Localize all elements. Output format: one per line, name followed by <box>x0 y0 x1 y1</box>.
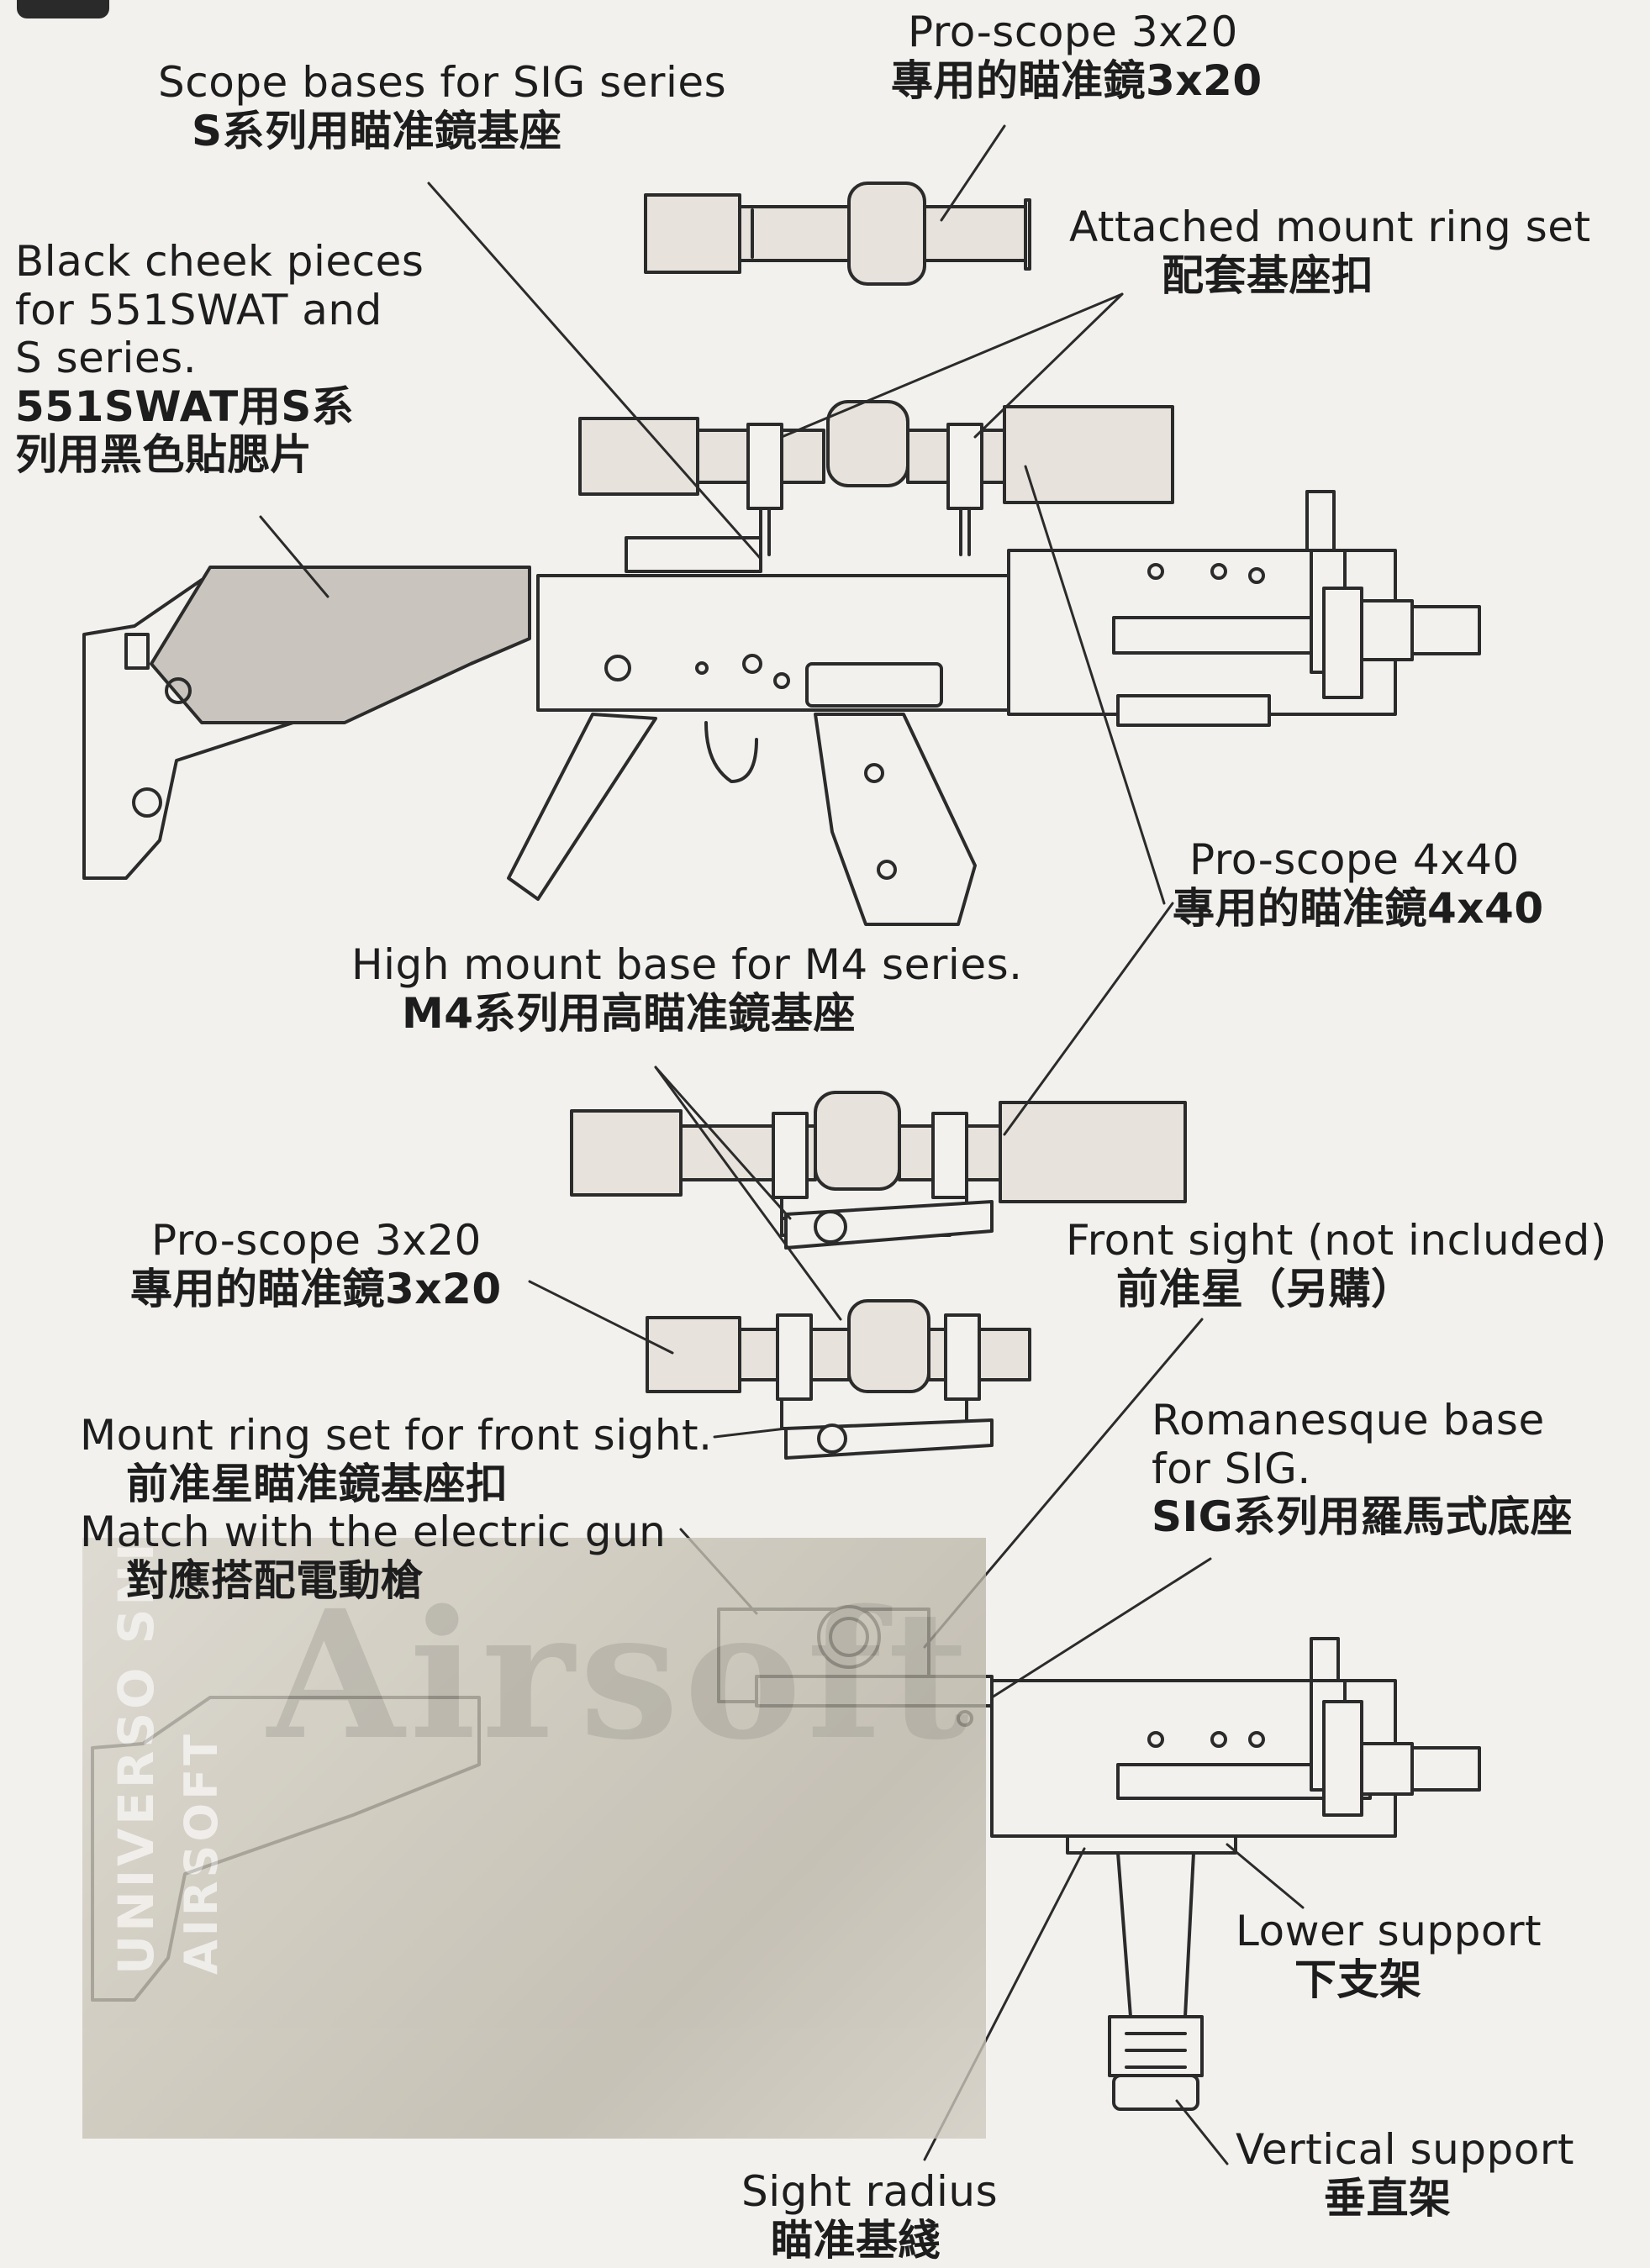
label-front-sight-zh: 前准星（另購） <box>1116 1264 1414 1313</box>
label-black-cheek-zh-1: 551SWAT用S系 <box>15 382 355 431</box>
label-black-cheek-zh-2: 列用黑色貼腮片 <box>15 430 313 479</box>
label-romanesque-base-en-2: for SIG. <box>1152 1444 1311 1493</box>
label-pro-scope-4x40: Pro-scope 4x40 專用的瞄准鏡4x40 <box>1173 835 1544 933</box>
label-black-cheek-pieces: Black cheek pieces for 551SWAT and S ser… <box>15 237 424 480</box>
label-high-mount-m4-zh: M4系列用高瞄准鏡基座 <box>402 988 857 1038</box>
label-black-cheek-en-1: Black cheek pieces <box>15 237 424 286</box>
label-sight-radius-zh: 瞄准基綫 <box>771 2215 941 2265</box>
label-pro-scope-3x20-top-zh: 專用的瞄准鏡3x20 <box>891 55 1263 105</box>
pro-scope-3x20-front-sight-illustration <box>646 1299 1031 1460</box>
label-mount-ring-front-zh: 前准星瞄准鏡基座扣 <box>126 1459 509 1508</box>
label-mount-ring-front-sight: Mount ring set for front sight. 前准星瞄准鏡基座… <box>80 1411 713 1508</box>
label-black-cheek-en-2: for 551SWAT and <box>15 285 382 334</box>
watermark-vertical-text-2: AIRSOFT <box>175 1731 228 1975</box>
leader-lines <box>259 124 1305 2165</box>
label-vertical-support-zh: 垂直架 <box>1324 2173 1452 2223</box>
label-vertical-support-en: Vertical support <box>1236 2125 1575 2174</box>
label-high-mount-m4-en: High mount base for M4 series. <box>351 940 1023 989</box>
label-pro-scope-3x20-top-en: Pro-scope 3x20 <box>908 8 1238 56</box>
label-scope-bases-sig-zh: S系列用瞄准鏡基座 <box>192 106 562 155</box>
label-front-sight: Front sight (not included) 前准星（另購） <box>1066 1216 1607 1313</box>
label-pro-scope-3x20-mid-en: Pro-scope 3x20 <box>151 1216 482 1265</box>
label-pro-scope-3x20-top: Pro-scope 3x20 專用的瞄准鏡3x20 <box>891 8 1263 105</box>
sig-rifle-top-illustration <box>82 490 1481 926</box>
watermark-brand-text: Airsoft <box>267 1571 974 1779</box>
label-romanesque-base-en-1: Romanesque base <box>1152 1396 1545 1444</box>
label-scope-bases-sig-en: Scope bases for SIG series <box>158 58 727 107</box>
header-bar <box>0 0 1650 24</box>
label-pro-scope-3x20-mid: Pro-scope 3x20 專用的瞄准鏡3x20 <box>130 1216 502 1313</box>
label-pro-scope-4x40-zh: 專用的瞄准鏡4x40 <box>1173 883 1544 933</box>
label-sight-radius-en: Sight radius <box>741 2167 999 2216</box>
label-attached-mount-ring-set-en: Attached mount ring set <box>1069 203 1591 251</box>
label-high-mount-m4: High mount base for M4 series. M4系列用高瞄准鏡… <box>351 940 1023 1038</box>
label-sight-radius: Sight radius 瞄准基綫 <box>741 2167 999 2265</box>
label-attached-mount-ring-set: Attached mount ring set 配套基座扣 <box>1069 203 1591 300</box>
label-vertical-support: Vertical support 垂直架 <box>1236 2125 1575 2223</box>
label-front-sight-en: Front sight (not included) <box>1066 1216 1607 1265</box>
label-pro-scope-3x20-mid-zh: 專用的瞄准鏡3x20 <box>130 1264 502 1313</box>
label-lower-support-zh: 下支架 <box>1294 1955 1422 2004</box>
label-lower-support-en: Lower support <box>1236 1907 1542 1955</box>
step-number-badge <box>17 0 109 18</box>
label-lower-support: Lower support 下支架 <box>1236 1907 1542 2004</box>
label-match-electric-gun: Match with the electric gun 對應搭配電動槍 <box>80 1508 666 1605</box>
label-mount-ring-front-en: Mount ring set for front sight. <box>80 1411 713 1460</box>
label-black-cheek-en-3: S series. <box>15 334 198 382</box>
m4-high-mount-scope-illustration <box>570 1091 1187 1250</box>
watermark-photo-overlay: Airsoft UNIVERSO SNIPER AIRSOFT <box>82 1538 986 2139</box>
label-match-electric-en: Match with the electric gun <box>80 1508 667 1556</box>
label-romanesque-base-zh: SIG系列用羅馬式底座 <box>1152 1492 1574 1541</box>
pro-scope-3x20-top-illustration <box>644 182 1031 286</box>
rifle-scope-4x40-top-illustration <box>578 400 1174 556</box>
label-romanesque-base: Romanesque base for SIG. SIG系列用羅馬式底座 <box>1152 1396 1574 1542</box>
label-match-electric-zh: 對應搭配電動槍 <box>126 1555 424 1605</box>
label-scope-bases-sig: Scope bases for SIG series S系列用瞄准鏡基座 <box>158 58 727 155</box>
label-pro-scope-4x40-en: Pro-scope 4x40 <box>1189 835 1520 884</box>
label-attached-mount-ring-set-zh: 配套基座扣 <box>1162 250 1374 300</box>
